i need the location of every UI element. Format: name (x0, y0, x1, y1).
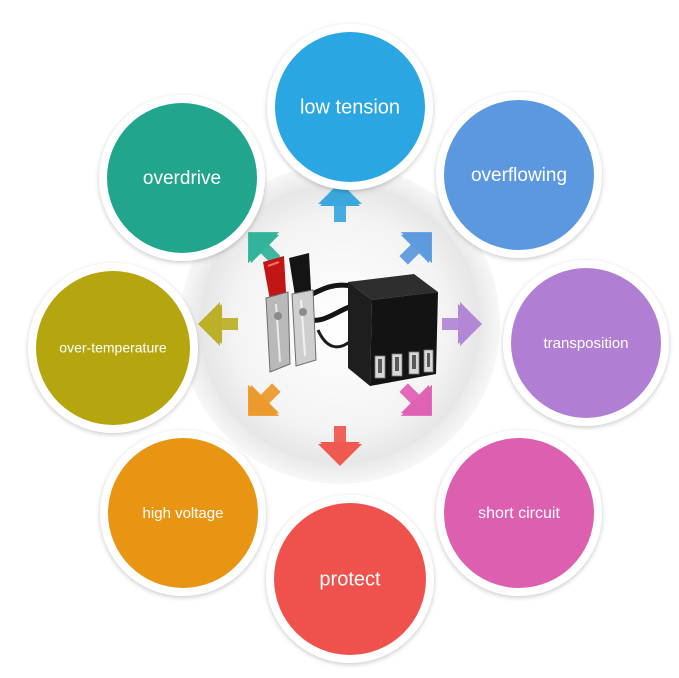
node-overflowing-disc (444, 100, 594, 250)
arrows-layer (198, 182, 482, 466)
node-protect: protect (266, 495, 434, 663)
node-overdrive-disc (107, 103, 257, 253)
node-transposition: transposition (503, 260, 669, 426)
arrow-left-icon (198, 302, 238, 346)
arrow-down-left-icon (248, 383, 281, 416)
usb-charger-with-alligator-clips-icon (263, 253, 438, 386)
node-low-tension-label: low tension (300, 96, 400, 118)
node-overflowing-label: overflowing (471, 165, 567, 186)
node-high-voltage-label: high voltage (143, 505, 224, 522)
node-short-circuit-disc (444, 438, 594, 588)
node-overflowing: overflowing (436, 92, 602, 258)
node-transposition-disc (511, 268, 661, 418)
arrow-up-left-icon (248, 232, 281, 265)
node-overdrive: overdrive (99, 95, 265, 261)
node-protect-label: protect (319, 568, 381, 590)
arrow-down-icon (318, 426, 362, 466)
node-high-voltage: high voltage (100, 430, 266, 596)
node-over-temperature-label: over-temperature (59, 340, 167, 356)
node-low-tension: low tension (267, 24, 433, 190)
node-over-temperature-disc (36, 271, 190, 425)
arrow-up-right-icon (399, 232, 432, 265)
node-short-circuit-label: short circuit (478, 505, 560, 522)
arrow-down-right-icon (399, 383, 432, 416)
arrow-right-icon (442, 302, 482, 346)
node-low-tension-disc (275, 32, 425, 182)
nodes-layer: low tension overflowing transposition short… (28, 24, 669, 663)
arrow-up-icon (318, 182, 362, 222)
node-over-temperature: over-temperature (28, 263, 198, 433)
node-overdrive-label: overdrive (143, 168, 221, 189)
node-protect-disc (274, 503, 426, 655)
node-transposition-label: transposition (543, 335, 628, 352)
node-short-circuit: short circuit (436, 430, 602, 596)
node-high-voltage-disc (108, 438, 258, 588)
